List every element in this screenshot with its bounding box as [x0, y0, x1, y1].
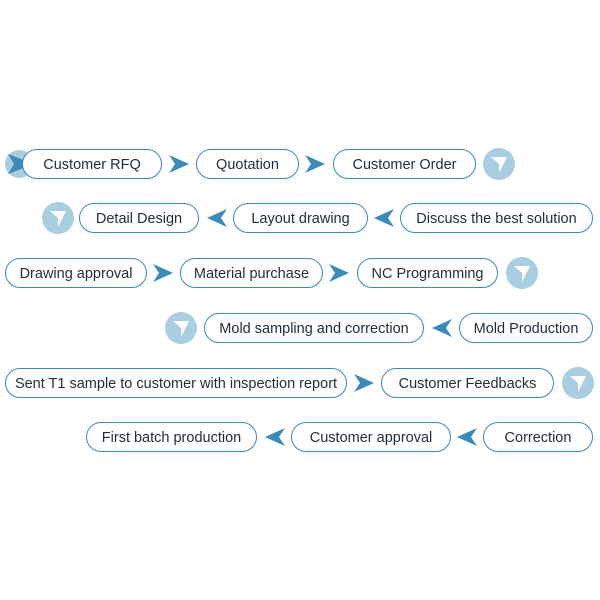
triangle-right-icon — [166, 149, 192, 179]
step-quotation: Quotation — [196, 149, 299, 179]
step-mold-sampling-correction: Mold sampling and correction — [204, 313, 424, 343]
chevron-down-badge-icon — [505, 256, 539, 290]
step-correction: Correction — [483, 422, 593, 452]
step-layout-drawing: Layout drawing — [233, 203, 368, 233]
step-customer-rfq: Customer RFQ — [22, 149, 162, 179]
flow-row-4: Mold sampling and correction Mold Produc… — [0, 311, 600, 347]
chevron-down-badge-icon — [164, 311, 198, 345]
triangle-right-icon — [150, 258, 176, 288]
triangle-left-icon — [429, 313, 455, 343]
flow-row-2: Detail Design Layout drawing Discuss the… — [0, 201, 600, 237]
chevron-down-badge-icon — [561, 366, 595, 400]
flow-row-1: Customer RFQ Quotation Customer Order — [0, 147, 600, 183]
triangle-right-icon — [351, 368, 377, 398]
flow-row-6: First batch production Customer approval… — [0, 422, 600, 456]
step-sent-t1-sample: Sent T1 sample to customer with inspecti… — [5, 368, 347, 398]
flow-row-5: Sent T1 sample to customer with inspecti… — [0, 366, 600, 402]
triangle-right-icon — [326, 258, 352, 288]
chevron-down-badge-icon — [41, 201, 75, 235]
triangle-left-icon — [204, 203, 230, 233]
step-customer-approval: Customer approval — [291, 422, 451, 452]
triangle-left-icon — [262, 422, 288, 452]
step-nc-programming: NC Programming — [357, 258, 498, 288]
step-mold-production: Mold Production — [459, 313, 593, 343]
flow-row-3: Drawing approval Material purchase NC Pr… — [0, 256, 600, 292]
step-drawing-approval: Drawing approval — [5, 258, 147, 288]
step-discuss-best-solution: Discuss the best solution — [400, 203, 593, 233]
step-customer-feedbacks: Customer Feedbacks — [381, 368, 554, 398]
triangle-left-icon — [454, 422, 480, 452]
step-detail-design: Detail Design — [79, 203, 199, 233]
step-material-purchase: Material purchase — [180, 258, 323, 288]
chevron-down-badge-icon — [482, 147, 516, 181]
step-first-batch-production: First batch production — [86, 422, 257, 452]
triangle-left-icon — [371, 203, 397, 233]
triangle-right-icon — [302, 149, 328, 179]
step-customer-order: Customer Order — [333, 149, 476, 179]
